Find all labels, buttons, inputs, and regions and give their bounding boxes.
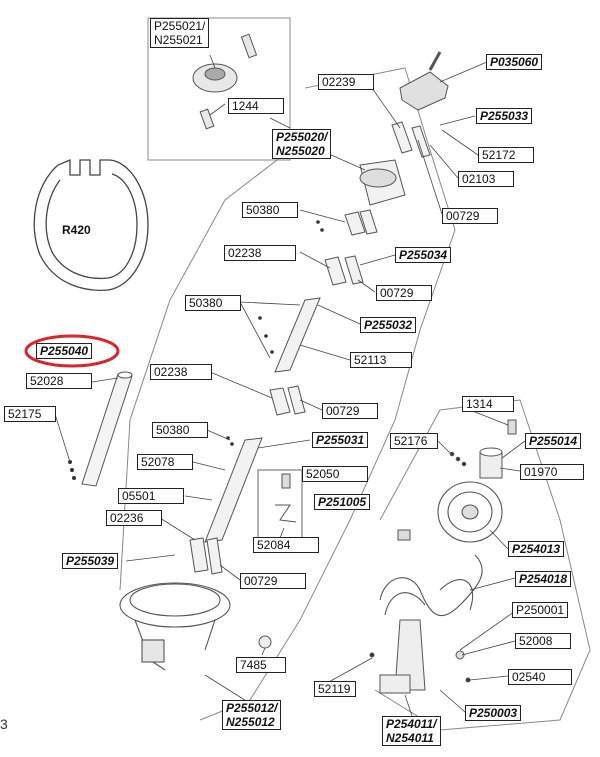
label-p251005: P251005 <box>314 494 371 510</box>
cap-7485 <box>258 635 272 649</box>
label-50380-b: 50380 <box>185 295 241 311</box>
label-p255014: P255014 <box>525 433 582 449</box>
label-50380-c: 50380 <box>152 422 208 438</box>
clip-1314 <box>507 419 517 435</box>
label-00729-a: 00729 <box>442 208 498 224</box>
label-p250003: P250003 <box>465 705 522 721</box>
base-p255012 <box>119 582 231 671</box>
frame-left-column <box>119 149 291 591</box>
label-52084: 52084 <box>253 537 319 553</box>
label-p254018: P254018 <box>515 571 572 587</box>
label-52113: 52113 <box>350 352 412 368</box>
label-p255033: P255033 <box>476 108 533 124</box>
label-p035060: P035060 <box>486 54 543 70</box>
hub-01970 <box>479 447 503 479</box>
highlight-ellipse <box>24 334 120 368</box>
label-p255021-n255021: P255021/ N255021 <box>150 18 210 48</box>
label-50380-a: 50380 <box>242 202 298 218</box>
label-p254011-n254011: P254011/ N254011 <box>382 716 441 746</box>
profile-label: R420 <box>62 223 91 237</box>
label-01970: 01970 <box>520 464 584 480</box>
label-02540: 02540 <box>508 669 572 685</box>
r420-profile-drawing <box>33 159 149 291</box>
label-p255039: P255039 <box>62 553 119 569</box>
label-02238-b: 02238 <box>150 364 212 380</box>
label-p254013: P254013 <box>508 541 565 557</box>
label-02236: 02236 <box>106 510 162 526</box>
label-p250001: P250001 <box>512 602 569 618</box>
label-1314: 1314 <box>462 396 514 412</box>
tube-52028-drawing <box>81 371 133 487</box>
label-52119: 52119 <box>314 681 356 697</box>
label-52078: 52078 <box>137 454 193 470</box>
label-52008: 52008 <box>515 633 571 649</box>
label-02103: 02103 <box>458 171 514 187</box>
bracket-p251005 <box>257 469 303 539</box>
edge-fragment: 3 <box>0 716 8 732</box>
post-p254011 <box>379 619 426 694</box>
label-p255020-n255020: P255020/ N255020 <box>272 129 332 159</box>
label-p255034: P255034 <box>395 247 452 263</box>
frame-p254018 <box>379 554 483 617</box>
spool-p254013 <box>437 481 503 543</box>
label-p255032: P255032 <box>360 317 417 333</box>
label-02238-a: 02238 <box>224 245 296 261</box>
frame-top-inset <box>147 17 291 161</box>
label-52176: 52176 <box>390 433 438 449</box>
label-00729-b: 00729 <box>376 285 432 301</box>
label-02239: 02239 <box>318 74 374 90</box>
label-7485: 7485 <box>236 657 286 673</box>
label-1244: 1244 <box>228 98 284 114</box>
label-p255031: P255031 <box>312 432 369 448</box>
knob-p035060 <box>399 51 449 111</box>
bearing-p255021 <box>192 33 258 130</box>
frame-right-assembly <box>374 399 591 731</box>
screws-52175 <box>68 460 76 480</box>
label-p255040: P255040 <box>36 343 93 359</box>
label-05501: 05501 <box>118 488 184 504</box>
small-parts-right <box>369 451 471 683</box>
label-52028: 52028 <box>26 373 92 389</box>
label-52172: 52172 <box>478 147 534 163</box>
label-52050: 52050 <box>302 466 368 482</box>
label-00729-c: 00729 <box>322 403 378 419</box>
label-52175: 52175 <box>4 406 56 422</box>
label-p255012-n255012: P255012/ N255012 <box>222 700 282 730</box>
label-00729-d: 00729 <box>240 573 306 589</box>
